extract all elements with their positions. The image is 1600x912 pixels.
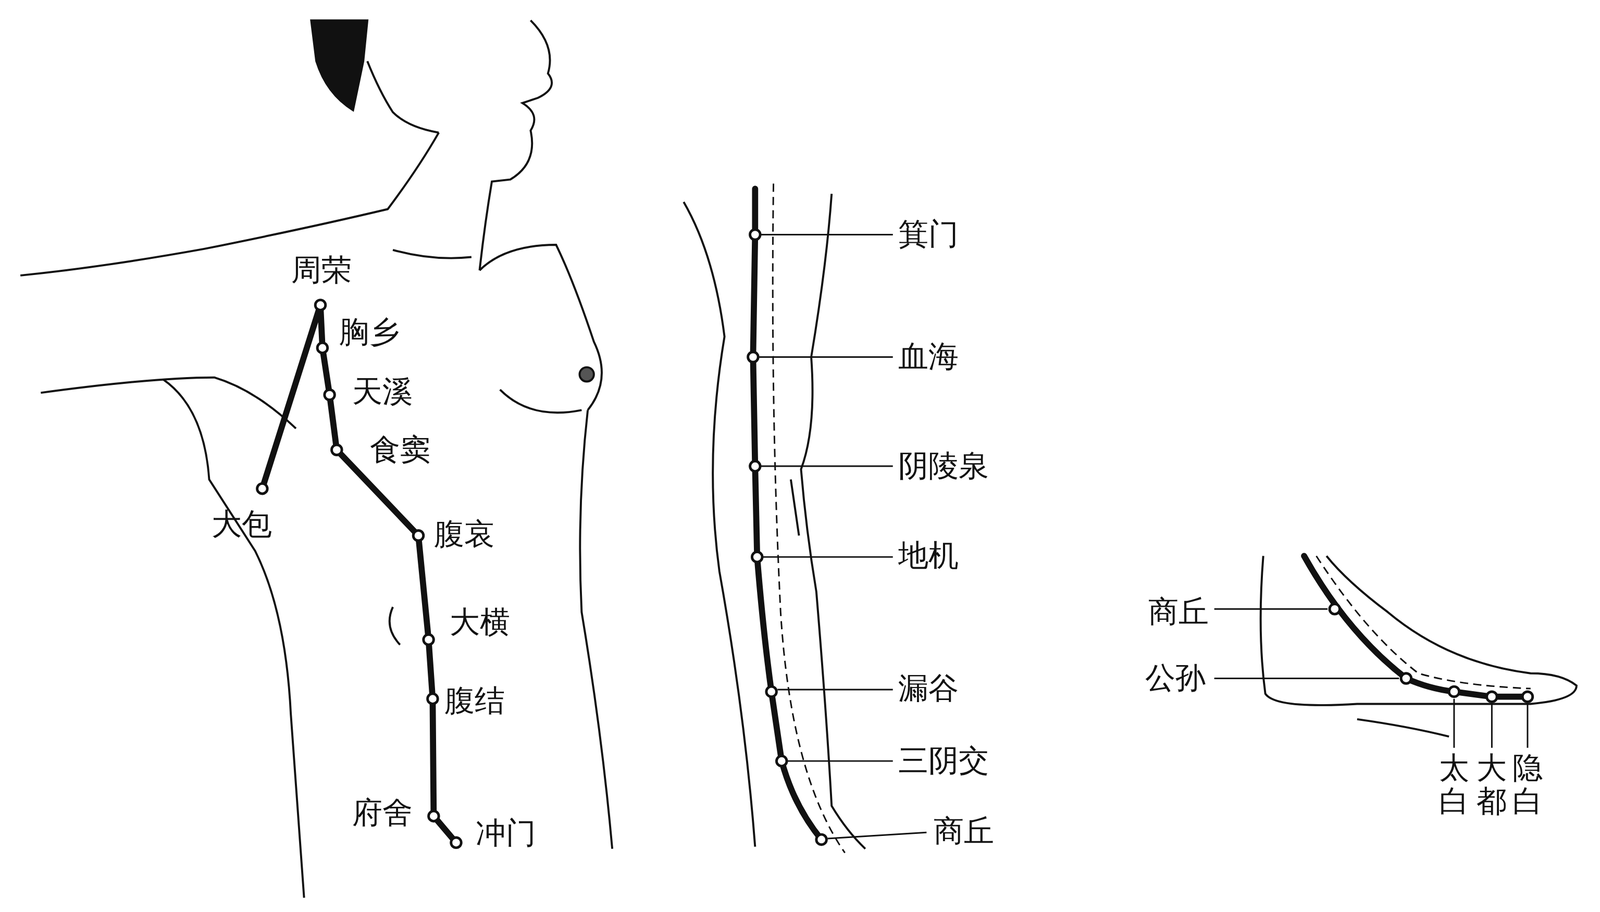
acupoint-label: 公孙 <box>1145 662 1206 696</box>
acupoint-label: 隐白 <box>1512 751 1543 819</box>
acupoint-label: 腹哀 <box>433 517 495 552</box>
meridian-line <box>262 188 1528 843</box>
acupoint-label: 三阴交 <box>898 744 989 778</box>
acupoint-label: 大包 <box>211 507 272 542</box>
acupoint-dots <box>257 229 1533 849</box>
acupoint-label: 大横 <box>449 605 511 640</box>
acupoint-label: 阴陵泉 <box>898 449 989 483</box>
leg-outline <box>683 183 866 854</box>
acupoint-label: 冲门 <box>475 816 537 851</box>
foot-outline <box>1260 555 1577 737</box>
acupoint-label: 太白 <box>1439 751 1470 819</box>
acupoint-label: 周荣 <box>291 253 352 288</box>
acupoint-label: 腹结 <box>444 684 505 718</box>
acupoint-label: 地机 <box>898 539 959 574</box>
acupoint-label: 箕门 <box>898 218 959 252</box>
acupoint-label: 府舍 <box>352 796 413 830</box>
body-outline <box>20 20 613 898</box>
acupoint-label: 胸乡 <box>339 316 400 350</box>
acupoint-label: 血海 <box>898 340 959 375</box>
leader-lines <box>759 234 1528 839</box>
acupoint-label: 大都 <box>1476 751 1507 819</box>
acupoint-label: 漏谷 <box>898 672 959 706</box>
acupoint-label: 天溪 <box>352 375 413 409</box>
acupoint-label: 商丘 <box>1148 595 1209 629</box>
acupoint-label: 商丘 <box>933 814 995 849</box>
acupoint-label: 食窦 <box>369 433 431 467</box>
